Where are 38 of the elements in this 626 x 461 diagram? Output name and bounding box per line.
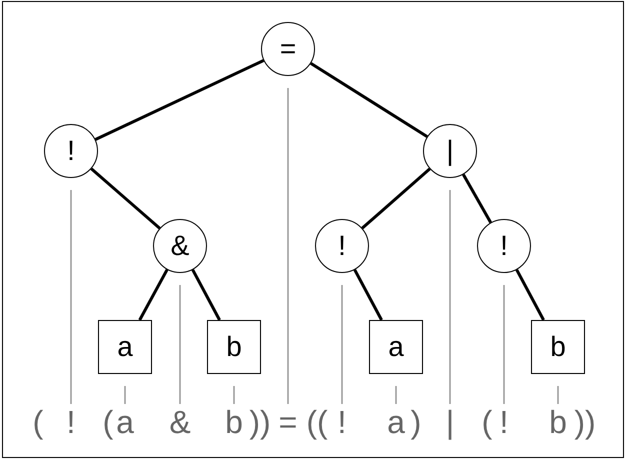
leader-line [557,386,559,404]
leader-line [124,386,126,404]
operator-node: & [153,219,207,273]
expression-token: ! [66,407,76,437]
expression-token: & [169,407,191,437]
operand-node: a [98,320,152,374]
operator-node: ! [477,219,531,273]
tree-edge [94,59,264,141]
tree-edge [90,168,161,230]
leader-line [395,386,397,404]
leader-line [233,386,235,404]
tree-edge [361,168,431,230]
leader-line [70,190,72,404]
operator-node: ! [315,219,369,273]
tree-edge [353,269,383,321]
leader-line [179,285,181,404]
expression-token: ! [338,407,346,437]
expression-token: ! [500,407,508,437]
tree-edge [310,62,428,138]
expression-token: a [116,407,134,437]
operand-node: a [369,320,423,374]
tree-edge [462,174,492,224]
operator-node: ! [44,124,98,178]
expression-token: a [387,407,405,437]
operand-node: b [531,320,585,374]
tree-edge [515,269,545,321]
leader-line [503,285,505,404]
operator-node: | [423,124,477,178]
operand-node: b [207,320,261,374]
expression-token: b [549,407,567,437]
expression-token: = [278,407,298,437]
expression-token: b [225,407,243,437]
leader-line [449,190,451,404]
leader-line [287,88,289,404]
leader-line [341,285,343,404]
operator-node: = [261,22,315,76]
tree-edge [138,269,168,321]
tree-edge [191,269,221,321]
